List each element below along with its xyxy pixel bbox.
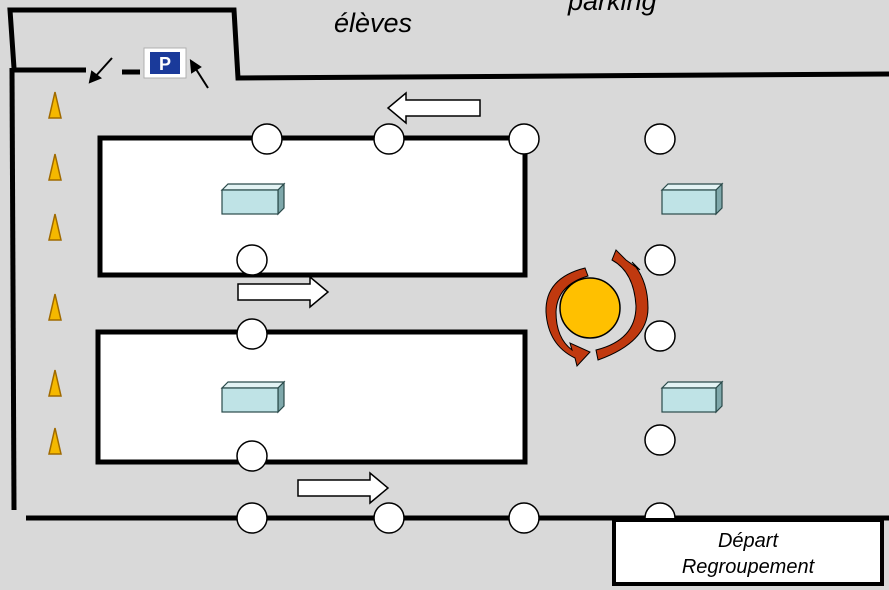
rotation-arrow-icon	[595, 249, 649, 361]
table-icon	[220, 380, 286, 414]
direction-arrows	[237, 91, 481, 505]
cone-icon	[48, 153, 62, 181]
building-top	[97, 135, 528, 278]
station-circle	[508, 502, 540, 534]
station-circle	[373, 502, 405, 534]
wall-left	[9, 67, 17, 511]
building-bottom	[95, 329, 528, 465]
area-label-parking: parking	[568, 0, 657, 16]
wall-top-left	[7, 7, 889, 81]
station-circle	[644, 424, 676, 456]
direction-arrow-icon	[237, 275, 330, 309]
depart-title: Départ	[717, 530, 779, 552]
rotation-group	[545, 249, 649, 368]
parking-entrance: P	[88, 47, 209, 89]
center-circle	[559, 277, 621, 339]
station-circle	[644, 244, 676, 276]
cone-icon	[48, 91, 62, 119]
cone-icon	[48, 213, 62, 241]
direction-arrow-icon	[386, 91, 481, 125]
table-icon	[220, 182, 286, 216]
station-circle	[373, 123, 405, 155]
station-circle	[508, 123, 540, 155]
cone-icon	[48, 369, 62, 397]
station-circle	[251, 123, 283, 155]
cone-icon	[48, 427, 62, 455]
cone-icon	[48, 293, 62, 321]
rotation-arrow-icon	[545, 267, 591, 368]
table-icon	[660, 182, 724, 216]
station-circle	[236, 318, 268, 350]
parking-sign-letter: P	[159, 54, 171, 74]
area-label-eleves: élèves	[334, 8, 413, 38]
direction-arrow-icon	[297, 471, 390, 505]
station-circle	[236, 440, 268, 472]
station-circle	[236, 244, 268, 276]
regroupement-title: Regroupement	[681, 556, 815, 578]
station-circle	[644, 320, 676, 352]
cones	[48, 91, 62, 455]
table-icon	[660, 380, 724, 414]
station-circle	[644, 123, 676, 155]
depart-zone	[612, 518, 884, 586]
tables	[220, 182, 724, 414]
station-circle	[236, 502, 268, 534]
depart-label: Départ Regroupement	[612, 528, 884, 580]
